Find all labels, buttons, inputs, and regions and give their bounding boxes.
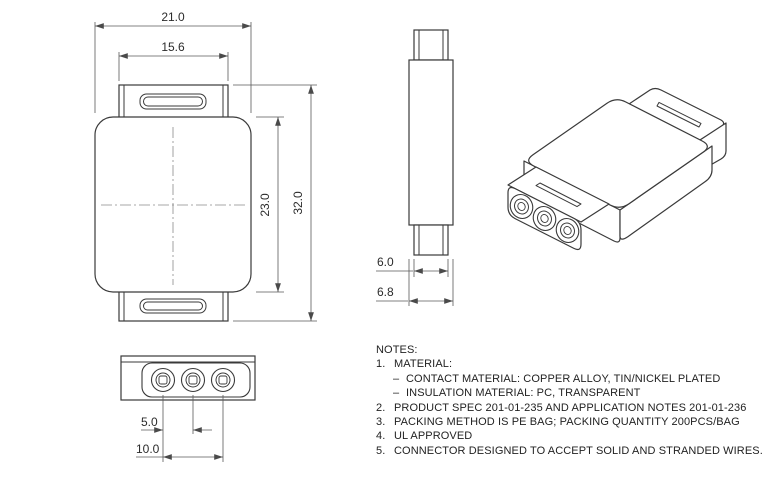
front-top-slot-inner <box>143 96 203 107</box>
side-bottom-flange <box>413 224 449 256</box>
terminal-hole <box>509 193 534 220</box>
terminal-hole <box>555 217 580 244</box>
note-item: 1. MATERIAL: <box>376 358 453 371</box>
extension-lines <box>162 395 224 462</box>
front-bottom-flange <box>118 290 229 322</box>
leader-lines <box>376 270 413 302</box>
bottom-view <box>120 355 256 401</box>
contact-terminal <box>210 367 236 393</box>
bottom-plug-face <box>141 362 251 398</box>
front-bottom-slot-inner <box>143 301 203 311</box>
dim-overall-height: 32.0 <box>291 191 305 215</box>
bottom-dimensions <box>136 395 224 462</box>
isometric-view <box>507 87 727 251</box>
side-body <box>408 59 454 226</box>
iso-body-right-face <box>619 145 713 240</box>
front-top-slot <box>139 93 207 110</box>
note-item: 5. CONNECTOR DESIGNED TO ACCEPT SOLID AN… <box>376 444 763 457</box>
dim-contact-span: 10.0 <box>136 442 160 456</box>
front-top-flange <box>118 84 229 119</box>
dim-contact-pitch: 5.0 <box>141 415 158 429</box>
contact-terminal <box>180 367 206 393</box>
note-item: 4. UL APPROVED <box>376 430 473 443</box>
front-view <box>94 84 252 322</box>
iso-top-face <box>528 99 708 208</box>
note-subitem: – INSULATION MATERIAL: PC, TRANSPARENT <box>393 387 641 400</box>
front-bottom-slot <box>139 298 207 314</box>
side-view <box>408 29 454 256</box>
dim-flange-width: 15.6 <box>161 40 185 54</box>
terminal-hole <box>532 205 557 232</box>
side-flange-inner-lines <box>418 30 444 255</box>
side-top-flange <box>413 29 449 61</box>
side-dimensions <box>376 259 454 306</box>
dim-body-depth: 6.8 <box>377 285 394 299</box>
note-item: 3. PACKING METHOD IS PE BAG; PACKING QUA… <box>376 416 740 429</box>
contact-terminal <box>150 367 176 393</box>
iso-nose-slot <box>535 182 582 208</box>
notes-title: NOTES: <box>376 344 418 356</box>
note-subitem: – CONTACT MATERIAL: COPPER ALLOY, TIN/NI… <box>393 372 721 385</box>
dim-flange-depth: 6.0 <box>377 255 394 269</box>
notes-section: NOTES: 1. MATERIAL: – CONTACT MATERIAL: … <box>376 343 771 458</box>
extension-lines <box>94 22 317 322</box>
front-flange-step-lines <box>123 85 224 321</box>
iso-nose-top-face <box>507 166 610 223</box>
dim-overall-width: 21.0 <box>161 10 185 24</box>
note-item: 2. PRODUCT SPEC 201-01-235 AND APPLICATI… <box>376 401 747 414</box>
dim-body-height: 23.0 <box>258 193 272 217</box>
iso-tab-slot <box>656 101 702 128</box>
extension-lines <box>408 259 454 306</box>
front-dimensions <box>94 22 317 322</box>
